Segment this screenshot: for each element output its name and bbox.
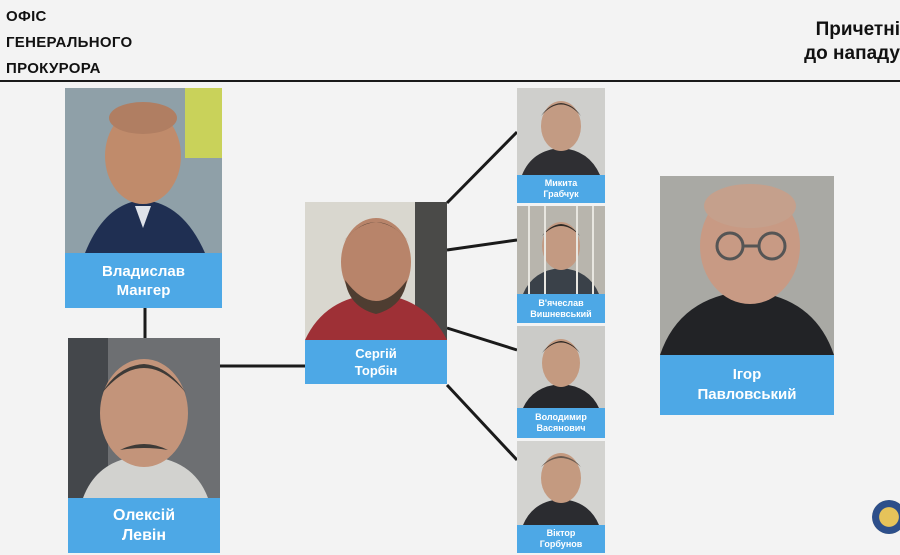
photo-horbunov: [517, 441, 605, 525]
org-name-line-1: ОФІС: [6, 8, 47, 25]
photo-torbin: [305, 202, 447, 340]
link-torbin-vyshnevskyi: [446, 238, 518, 252]
name-last-vyshnevskyi: Вишневський: [530, 308, 592, 319]
portrait-torbin: [305, 202, 447, 340]
name-last-grabchuk: Грабчук: [543, 189, 579, 199]
portrait-horbunov: [517, 441, 605, 525]
photo-manger: [65, 88, 222, 253]
photo-levin: [68, 338, 220, 498]
name-first-levin: Олексій: [112, 506, 176, 524]
portrait-vyshnevskyi: [517, 206, 605, 294]
name-first-horbunov: Віктор: [546, 528, 576, 538]
slide-title-line-1: Причетні: [815, 19, 900, 40]
org-name: ОФІС ГЕНЕРАЛЬНОГО ПРОКУРОРА: [6, 4, 132, 82]
portrait-levin: [68, 338, 220, 498]
portrait-vasianovych: [517, 326, 605, 408]
name-last-vasianovych: Васянович: [536, 423, 586, 433]
slide-title: Причетні до нападу: [804, 18, 900, 66]
photo-vyshnevskyi: [517, 206, 605, 294]
org-name-line-3: ПРОКУРОРА: [6, 60, 101, 77]
portrait-pavlovskyi: [660, 176, 834, 355]
portrait-manger: [65, 88, 222, 253]
photo-pavlovskyi: [660, 176, 834, 355]
link-torbin-vasianovych: [446, 326, 518, 352]
name-last-horbunov: Горбунов: [539, 539, 583, 549]
photo-grabchuk: [517, 88, 605, 175]
name-first-vyshnevskyi: В'ячеслав: [538, 297, 584, 308]
name-first-grabchuk: Микита: [544, 178, 578, 188]
name-first-pavlovskyi: Ігор: [732, 366, 762, 383]
name-last-manger: Мангер: [116, 281, 171, 299]
prosecutor-office-seal-icon: [872, 500, 900, 534]
name-first-vasianovych: Володимир: [535, 412, 587, 422]
org-name-line-2: ГЕНЕРАЛЬНОГО: [6, 34, 133, 51]
name-last-torbin: Торбін: [354, 363, 398, 378]
name-last-levin: Левін: [121, 526, 167, 544]
header-divider: [0, 80, 900, 82]
slide-title-line-2: до нападу: [804, 43, 900, 64]
name-first-torbin: Сергій: [355, 346, 397, 361]
name-last-pavlovskyi: Павловський: [697, 386, 797, 403]
link-torbin-horbunov: [445, 383, 519, 462]
photo-vasianovych: [517, 326, 605, 408]
link-torbin-grabchuk: [445, 130, 519, 205]
portrait-grabchuk: [517, 88, 605, 175]
name-first-manger: Владислав: [102, 262, 185, 280]
